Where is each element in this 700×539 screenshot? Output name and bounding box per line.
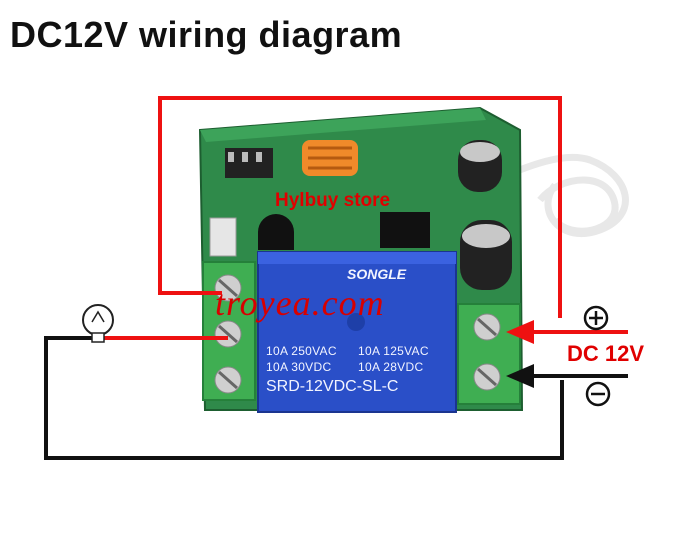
store-label: Hylbuy store bbox=[275, 190, 391, 211]
relay-spec: 10A 250VAC bbox=[266, 344, 337, 358]
watermark: troyea.com bbox=[215, 283, 385, 323]
page-title: DC12V wiring diagram bbox=[10, 14, 403, 55]
relay-spec: 10A 28VDC bbox=[358, 360, 424, 374]
positive-input-arrow bbox=[506, 320, 628, 344]
relay-spec: 10A 30VDC bbox=[266, 360, 332, 374]
light-bulb-icon bbox=[82, 304, 114, 343]
relay-model: SRD-12VDC-SL-C bbox=[266, 378, 399, 395]
relay-module bbox=[257, 251, 457, 413]
screw-terminal-icon bbox=[214, 320, 242, 348]
black-wire-loop bbox=[44, 336, 564, 460]
capacitor bbox=[460, 220, 512, 290]
screw-terminal-icon bbox=[214, 366, 242, 394]
relay-spec: 10A 125VAC bbox=[358, 344, 429, 358]
transistor bbox=[258, 214, 294, 250]
screw-terminal-icon bbox=[473, 363, 501, 391]
capacitor bbox=[458, 140, 502, 192]
push-button bbox=[209, 217, 237, 257]
relay-brand: SONGLE bbox=[347, 266, 407, 282]
antenna-coil bbox=[468, 153, 629, 238]
terminal-block-right bbox=[457, 303, 521, 405]
power-label: DC 12V bbox=[567, 341, 645, 366]
minus-symbol-icon bbox=[585, 381, 611, 407]
relay-logo-mark bbox=[347, 313, 365, 331]
ic-chip bbox=[380, 212, 430, 248]
red-wire-loop bbox=[158, 96, 562, 318]
plus-symbol-icon bbox=[583, 305, 609, 331]
terminal-block-left bbox=[202, 261, 256, 401]
screw-terminal-icon bbox=[473, 313, 501, 341]
negative-input-arrow bbox=[506, 364, 628, 388]
